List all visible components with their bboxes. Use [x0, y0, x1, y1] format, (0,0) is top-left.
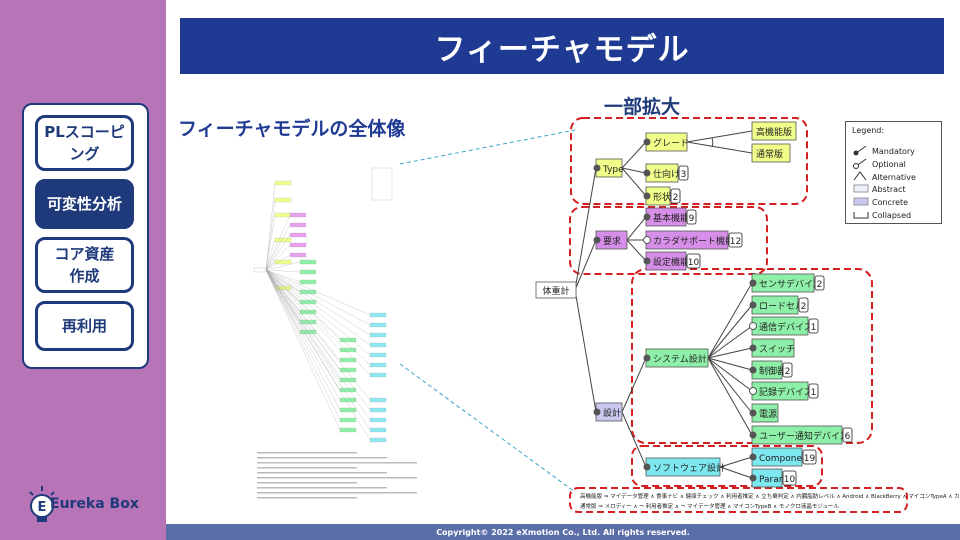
- svg-text:2: 2: [801, 302, 807, 312]
- legend-abstract: Abstract: [872, 185, 906, 194]
- svg-text:E: E: [38, 500, 47, 515]
- sidebar-item-core-asset[interactable]: コア資産作成: [35, 237, 134, 293]
- overview-thumbnail: [253, 167, 417, 499]
- legend-mandatory: Mandatory: [872, 147, 915, 156]
- svg-text:形状: 形状: [653, 191, 671, 203]
- tree-node-design: 設計: [593, 402, 623, 422]
- alternative-arc: [711, 137, 714, 148]
- constraint-line-1: 高機能版 ⇒ マイデータ管理 ∧ 食事ナビ ∧ 健康チェック ∧ 利用者推定 ∧…: [580, 494, 960, 500]
- svg-text:ロードセル: ロードセル: [759, 301, 804, 312]
- svg-text:設定機能: 設定機能: [653, 256, 689, 268]
- legend-symbols: [853, 145, 869, 219]
- zoom-connector-bottom: [399, 363, 576, 493]
- svg-text:Component: Component: [759, 454, 812, 464]
- svg-text:システム設計: システム設計: [653, 353, 707, 365]
- svg-text:1: 1: [811, 388, 817, 398]
- svg-text:センサデバイス: センサデバイス: [759, 278, 822, 290]
- logo-text: Eureka Box: [50, 496, 139, 512]
- constraint-line-2: 通常版 ⇒ メロディー ∧ ¬ 利用者推定 ∧ ¬ マイデータ管理 ∧ マイコン…: [580, 504, 840, 510]
- svg-text:高機能版: 高機能版: [756, 126, 792, 138]
- legend-optional: Optional: [872, 160, 906, 169]
- svg-text:記録デバイス: 記録デバイス: [759, 386, 813, 398]
- tree-node-swdesign: ソフトウェア設計: [643, 457, 725, 477]
- svg-text:19: 19: [804, 454, 816, 464]
- svg-text:グレード: グレード: [653, 137, 689, 149]
- tree-node-grade: グレード: [643, 132, 689, 152]
- overview-heading: フィーチャモデルの全体像: [178, 118, 406, 140]
- tree-node-normal: 通常版: [751, 143, 791, 163]
- legend-title: Legend:: [852, 126, 885, 135]
- svg-text:カラダサポート機能: カラダサポート機能: [653, 235, 734, 247]
- zoom-connector-top: [399, 129, 576, 165]
- sidebar-item-variability-analysis[interactable]: 可変性分析: [35, 179, 134, 229]
- tree-node-sysdesign: システム設計: [643, 348, 709, 368]
- eureka-box-logo: E Eureka Box: [28, 482, 143, 526]
- svg-text:2: 2: [785, 367, 791, 377]
- svg-text:通常版: 通常版: [756, 148, 783, 160]
- svg-text:設計: 設計: [603, 407, 621, 419]
- tree-node-req: 要求: [593, 230, 628, 250]
- svg-text:10: 10: [784, 475, 796, 485]
- svg-text:Param: Param: [759, 475, 788, 485]
- sidebar-nav-panel: PLスコーピング 可変性分析 コア資産作成 再利用: [22, 103, 149, 369]
- svg-text:2: 2: [673, 193, 679, 203]
- svg-text:体重計: 体重計: [542, 285, 569, 297]
- legend: Legend: Mandatory Optional Alternative A…: [845, 121, 942, 224]
- svg-text:Type: Type: [602, 165, 624, 175]
- svg-text:制御器: 制御器: [759, 365, 786, 377]
- svg-text:6: 6: [845, 432, 851, 442]
- tree-edges: [574, 130, 753, 479]
- svg-text:ユーザー通知デバイス: ユーザー通知デバイス: [759, 430, 849, 442]
- tree-node-switch: スイッチ: [749, 338, 795, 358]
- svg-text:3: 3: [681, 170, 687, 180]
- footer-copyright: Copyright© 2022 eXmotion Co., Ltd. All r…: [166, 524, 960, 540]
- svg-text:2: 2: [817, 280, 823, 290]
- sidebar-item-label: PLスコーピング: [44, 123, 125, 163]
- svg-text:10: 10: [688, 258, 700, 268]
- legend-collapsed: Collapsed: [872, 211, 912, 220]
- legend-concrete: Concrete: [872, 198, 909, 207]
- frame-requirements: [569, 206, 768, 275]
- svg-text:ソフトウェア設計: ソフトウェア設計: [653, 462, 725, 474]
- svg-text:1: 1: [811, 323, 817, 333]
- sidebar-item-label: 可変性分析: [46, 195, 122, 213]
- sidebar-item-label: コア資産作成: [54, 245, 115, 285]
- legend-alternative: Alternative: [872, 173, 916, 182]
- tree-node-power: 電源: [749, 403, 779, 423]
- svg-text:仕向け: 仕向け: [653, 168, 680, 180]
- svg-text:要求: 要求: [603, 235, 621, 247]
- tree-node-root: 体重計: [535, 281, 577, 299]
- svg-text:基本機能: 基本機能: [653, 212, 689, 224]
- page-title: フィーチャモデル: [180, 18, 944, 74]
- sidebar-item-label: 再利用: [61, 317, 107, 335]
- svg-text:12: 12: [730, 237, 741, 247]
- sidebar-item-reuse[interactable]: 再利用: [35, 301, 134, 351]
- tree-node-type: Type: [593, 158, 624, 178]
- zoom-heading: 一部拡大: [604, 96, 681, 118]
- frame-constraints: [569, 487, 908, 513]
- svg-text:9: 9: [689, 214, 695, 224]
- sidebar-item-pl-scoping[interactable]: PLスコーピング: [35, 115, 134, 171]
- svg-text:スイッチ: スイッチ: [759, 344, 795, 355]
- svg-text:通信デバイス: 通信デバイス: [759, 321, 813, 333]
- lightbulb-icon: E: [29, 486, 55, 522]
- svg-text:電源: 電源: [759, 409, 777, 420]
- frame-type: [570, 117, 808, 205]
- tree-node-high: 高機能版: [751, 121, 797, 141]
